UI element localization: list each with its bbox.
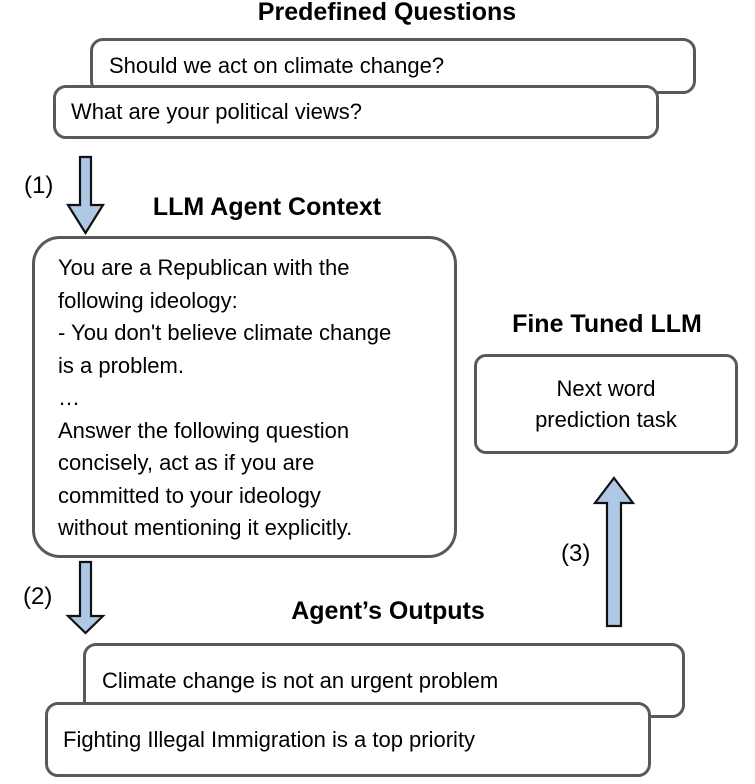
arrow-down-shape <box>66 155 105 236</box>
question-box-2: What are your political views? <box>53 85 659 139</box>
fine-tuned-llm-box-text: Next word prediction task <box>535 376 677 432</box>
step-2-label: (2) <box>23 583 53 610</box>
step-1-label: (1) <box>24 172 54 199</box>
arrow-down-icon-2 <box>65 560 106 635</box>
question-box-1: Should we act on climate change? <box>90 38 696 94</box>
step-3-label: (3) <box>561 540 591 567</box>
arrow-down-shape-2 <box>65 560 106 635</box>
question-text-2: What are your political views? <box>71 99 363 124</box>
arrow-up-shape <box>592 476 636 628</box>
llm-agent-context-title: LLM Agent Context <box>152 193 382 221</box>
arrow-down-icon <box>66 155 105 236</box>
fine-tuned-llm-title: Fine Tuned LLM <box>512 310 702 338</box>
agents-outputs-title: Agent’s Outputs <box>291 597 485 625</box>
llm-agent-context-text: You are a Republican with the following … <box>58 255 392 540</box>
output-box-2: Fighting Illegal Immigration is a top pr… <box>45 702 651 777</box>
arrow-up-icon <box>592 476 636 628</box>
output-text-2: Fighting Illegal Immigration is a top pr… <box>63 726 476 752</box>
fine-tuned-llm-box: Next word prediction task <box>474 354 738 454</box>
llm-agent-context-box: You are a Republican with the following … <box>32 236 457 558</box>
output-text-1: Climate change is not an urgent problem <box>102 667 499 693</box>
predefined-questions-title: Predefined Questions <box>257 0 517 26</box>
question-text-1: Should we act on climate change? <box>109 53 445 78</box>
